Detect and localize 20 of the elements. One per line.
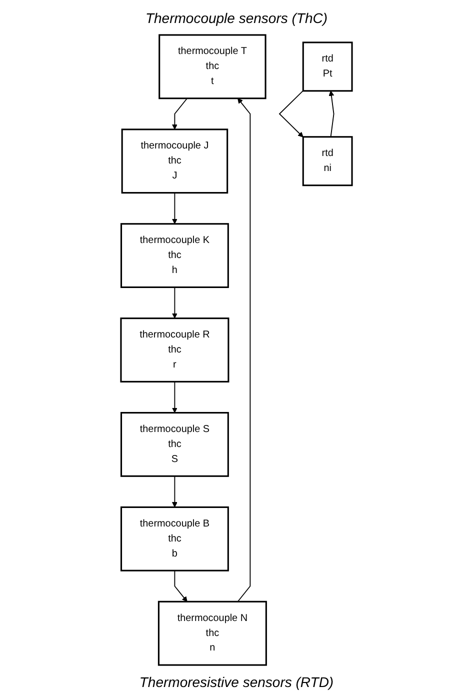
node-box: thermocouple B thc b (120, 506, 229, 572)
arrow (172, 286, 178, 319)
arrow (172, 381, 178, 413)
node-box: thermocouple J thc J (121, 128, 228, 194)
node-box: thermocouple S thc S (120, 412, 229, 477)
arrow (172, 98, 188, 130)
node-box: rtd Pt (302, 42, 353, 92)
section-heading: Thermoresistive sensors (RTD) (139, 674, 334, 690)
node-box: rtd ni (302, 136, 353, 186)
node-box: thermocouple K thc h (120, 223, 229, 288)
arrow (237, 98, 251, 602)
arrow (174, 570, 188, 602)
arrow (172, 476, 178, 508)
node-box: thermocouple T thc t (158, 34, 266, 100)
arrow (278, 90, 304, 138)
arrow (328, 90, 334, 138)
node-box: thermocouple N thc n (158, 600, 267, 666)
section-heading: Thermocouple sensors (ThC) (145, 10, 328, 26)
arrow (172, 192, 178, 224)
node-box: thermocouple R thc r (120, 318, 230, 382)
